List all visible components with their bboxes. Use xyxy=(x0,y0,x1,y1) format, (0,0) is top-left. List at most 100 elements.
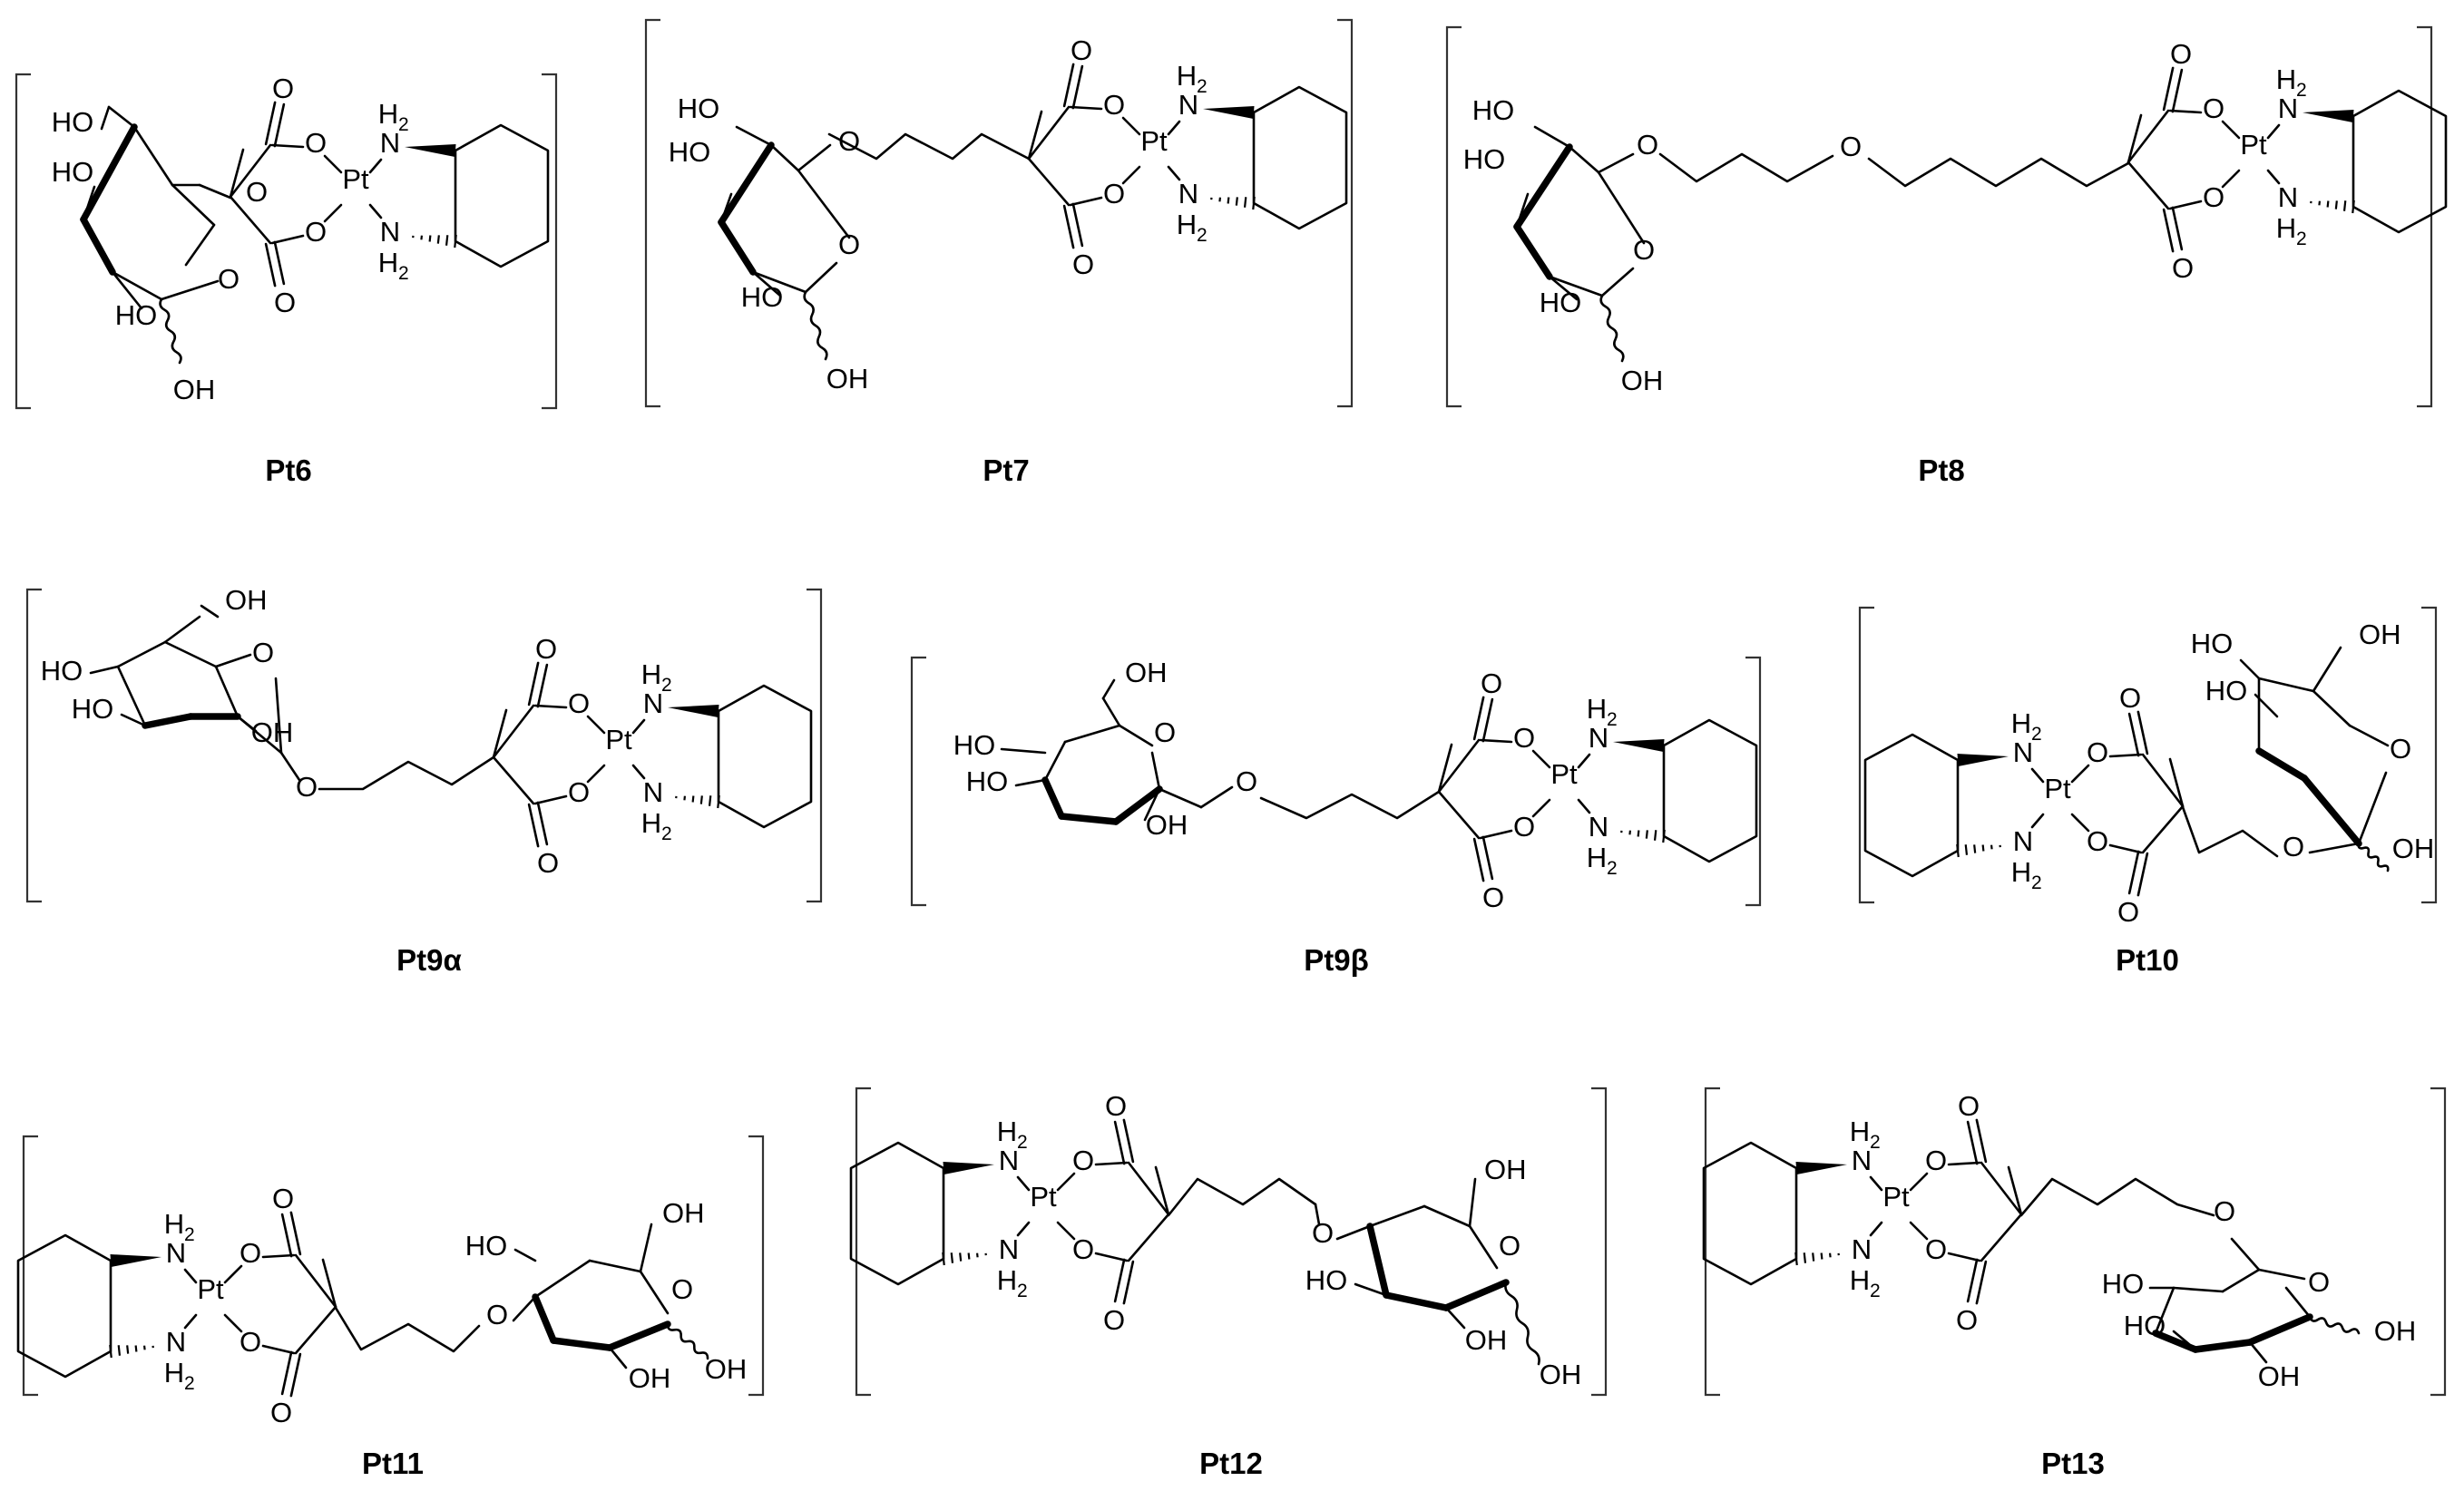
subscript: 2 xyxy=(184,1224,195,1245)
compound-label: Pt9β xyxy=(1304,943,1369,977)
hydroxyl-label: HO xyxy=(1463,143,1506,175)
oxygen-label: O xyxy=(272,1183,294,1214)
hash-bond xyxy=(428,235,432,242)
bond xyxy=(1472,837,1485,882)
bond xyxy=(2007,1165,2023,1216)
bond xyxy=(1600,267,1635,297)
bond xyxy=(2312,689,2352,727)
bond xyxy=(1966,1120,1979,1165)
hash-bond xyxy=(2326,200,2330,208)
compound-label: Pt6 xyxy=(265,453,311,487)
hash-bond xyxy=(1645,830,1648,839)
bond xyxy=(184,223,216,267)
nitrogen-label: N xyxy=(1589,722,1608,754)
bond xyxy=(1314,1203,1321,1226)
hydroxyl-label: HO xyxy=(2205,675,2248,707)
bond xyxy=(606,1320,671,1351)
bond-chain xyxy=(827,132,1031,161)
hydroxyl-label: OH xyxy=(225,584,268,616)
atom-label: O xyxy=(1637,129,1658,161)
bond xyxy=(1481,697,1494,743)
bond xyxy=(2266,169,2281,185)
hydroxyl-label: HO xyxy=(678,93,720,124)
bond xyxy=(289,1211,302,1256)
bond xyxy=(116,640,167,668)
oxygen-label: O xyxy=(1103,1304,1125,1336)
compound-label: Pt7 xyxy=(983,453,1029,487)
hash-bond xyxy=(1227,197,1230,204)
ring xyxy=(1702,1141,1798,1286)
hash-bond xyxy=(1653,830,1657,841)
nitrogen-label: N xyxy=(1589,811,1608,843)
bond xyxy=(2348,724,2390,747)
atom-label: O xyxy=(246,176,268,208)
hydrogen-label: H xyxy=(2276,212,2296,244)
hydroxyl-label: OH xyxy=(2359,619,2401,650)
atom-label: O xyxy=(2308,1266,2330,1298)
bond xyxy=(1423,1204,1472,1228)
hydroxyl-label: HO xyxy=(2191,628,2234,659)
bond xyxy=(294,1253,337,1309)
bond xyxy=(1531,749,1551,769)
bond xyxy=(533,794,568,805)
bond xyxy=(1472,696,1485,741)
bond xyxy=(279,751,301,782)
atom-label: O xyxy=(296,771,318,803)
bond xyxy=(1062,63,1075,108)
bond xyxy=(492,708,508,759)
bond xyxy=(368,158,383,174)
oxygen-label: O xyxy=(1072,1145,1094,1176)
atom-label: O xyxy=(838,229,860,260)
hash-bond xyxy=(959,1252,963,1262)
bond xyxy=(2127,113,2143,164)
bond xyxy=(270,143,305,149)
bracket-right xyxy=(2421,606,2438,904)
bond xyxy=(223,1264,243,1284)
bond xyxy=(1167,165,1181,181)
nitrogen-label: N xyxy=(999,1145,1019,1176)
oxygen-label: O xyxy=(1105,1090,1127,1122)
bracket-right xyxy=(2430,1087,2447,1397)
bracket-right xyxy=(748,1135,765,1397)
hydrogen-label: H xyxy=(997,1116,1017,1147)
bond xyxy=(2108,843,2143,854)
bracket-left xyxy=(1858,606,1874,904)
bond xyxy=(183,1313,198,1330)
bond xyxy=(1442,1279,1510,1311)
bond xyxy=(769,143,800,172)
bond xyxy=(751,270,782,297)
bond xyxy=(2030,813,2045,829)
bond xyxy=(532,1293,557,1344)
subscript: 2 xyxy=(1607,858,1618,879)
hydroxyl-label: HO xyxy=(52,106,94,138)
nitrogen-label: N xyxy=(2013,825,2033,857)
bond xyxy=(1101,678,1116,700)
nitrogen-label: N xyxy=(2278,93,2298,124)
oxygen-label: O xyxy=(568,776,590,808)
oxygen-label: O xyxy=(2203,93,2224,124)
bond xyxy=(533,1259,592,1299)
bond xyxy=(1069,196,1103,207)
oxygen-label: O xyxy=(1071,34,1092,66)
oxygen-label: O xyxy=(272,73,294,104)
bond xyxy=(1975,1260,1988,1305)
bond xyxy=(2171,206,2184,251)
subscript: 2 xyxy=(2296,80,2307,101)
oxygen-label: O xyxy=(1103,178,1125,210)
subscript: 2 xyxy=(661,823,672,844)
bond xyxy=(2136,710,2149,755)
atom-label: O xyxy=(1312,1217,1334,1249)
ring xyxy=(717,684,813,829)
bracket-right xyxy=(807,588,823,903)
oxygen-label: O xyxy=(240,1237,261,1269)
hydroxyl-label: HO xyxy=(2124,1310,2166,1341)
bond xyxy=(2127,850,2140,895)
bond xyxy=(751,270,807,294)
bond xyxy=(183,1268,198,1284)
bond xyxy=(111,270,163,301)
wedge-bond xyxy=(1957,754,2009,766)
